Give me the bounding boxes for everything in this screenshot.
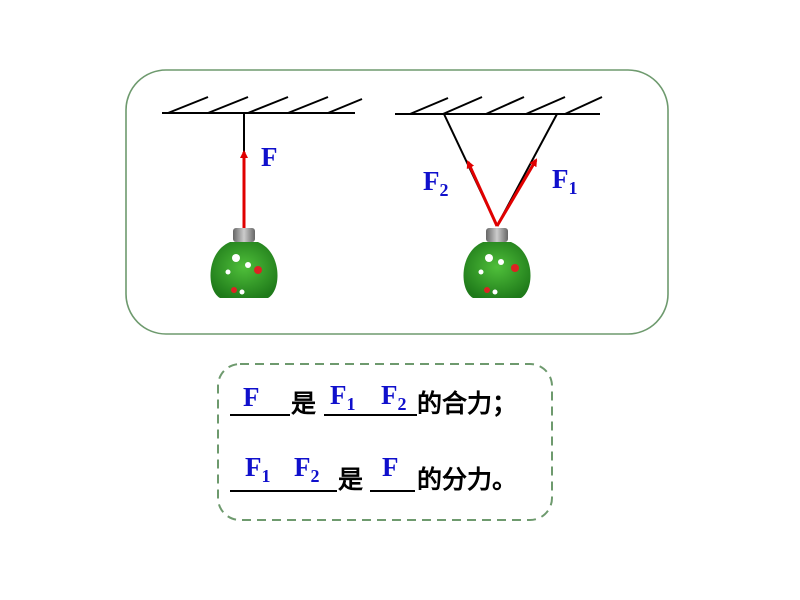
label-f2: F2 bbox=[423, 166, 449, 200]
lightbulb-right bbox=[463, 228, 531, 298]
answer-frame bbox=[217, 363, 553, 521]
blank-3 bbox=[230, 490, 337, 492]
label-f: F bbox=[261, 142, 278, 172]
force-arrow-f1 bbox=[495, 158, 538, 227]
label-f1: F1 bbox=[552, 164, 578, 198]
blank-4 bbox=[370, 490, 415, 492]
ceiling-left bbox=[162, 96, 363, 114]
text-component: 的分力。 bbox=[417, 465, 518, 494]
ceiling-right bbox=[395, 96, 603, 115]
word-shi: 是 bbox=[291, 389, 317, 418]
lightbulb-left bbox=[210, 228, 278, 298]
blank-1 bbox=[230, 414, 290, 416]
answer-f2: F2 bbox=[381, 380, 407, 414]
answer-f1: F1 bbox=[245, 452, 271, 486]
answer-f2: F2 bbox=[294, 452, 320, 486]
blank-2 bbox=[324, 414, 417, 416]
answer-f: F bbox=[243, 382, 260, 412]
text-resultant: 的合力； bbox=[417, 389, 518, 418]
force-arrow-f2 bbox=[466, 160, 499, 227]
word-shi: 是 bbox=[338, 465, 364, 494]
answer-f: F bbox=[382, 452, 399, 482]
diagram-frame bbox=[125, 69, 669, 335]
answer-f1: F1 bbox=[330, 380, 356, 414]
